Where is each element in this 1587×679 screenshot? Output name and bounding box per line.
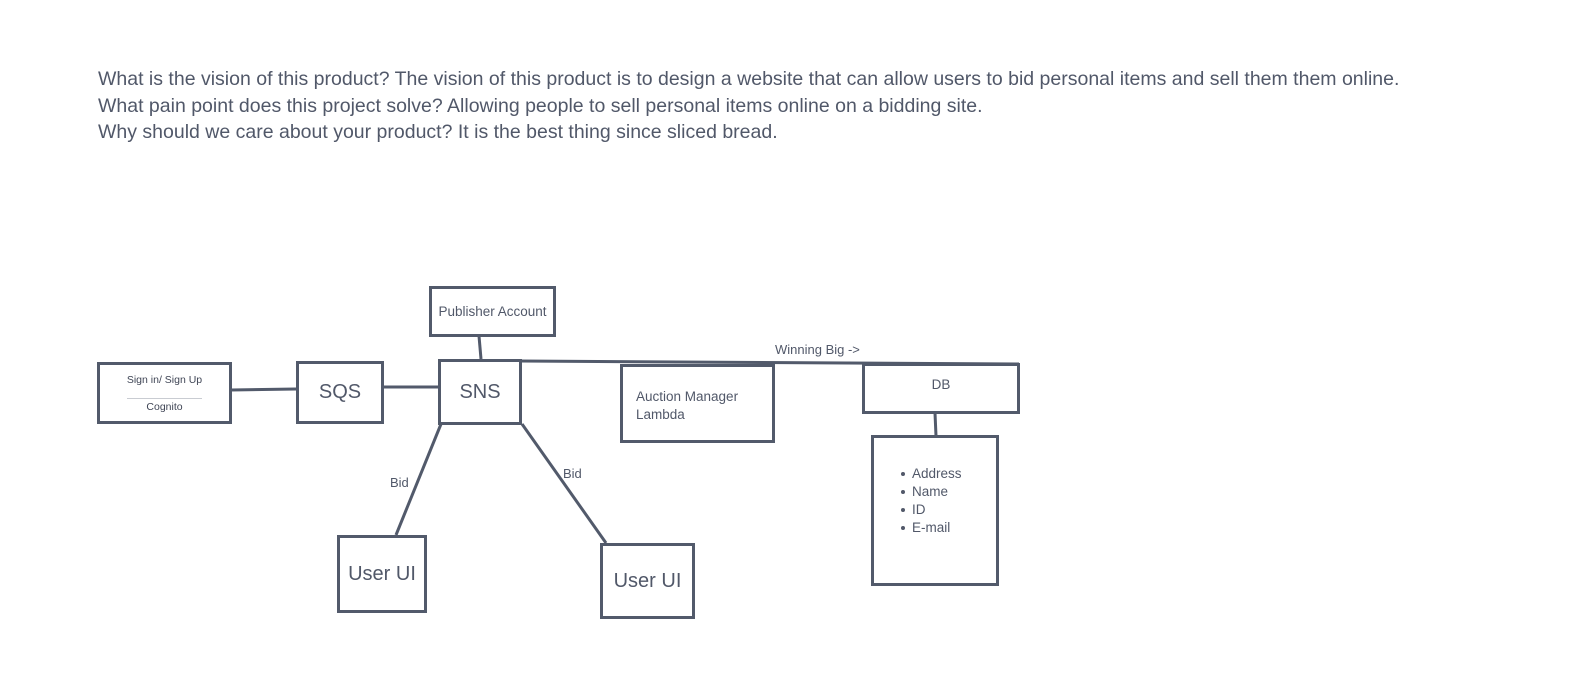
care-line: Why should we care about your product? I…	[98, 121, 778, 143]
bid-left-label: Bid	[390, 475, 409, 490]
sqs-box: SQS	[296, 361, 384, 424]
db-fields-box: Address Name ID E-mail	[871, 435, 999, 586]
publisher-account-box: Publisher Account	[429, 286, 556, 337]
signin-box: Sign in/ Sign Up Cognito	[97, 362, 232, 424]
intro-text: What is the vision of this product? The …	[98, 66, 1399, 146]
user-ui-right-box: User UI	[600, 543, 695, 619]
publisher-sns-connector	[477, 335, 483, 360]
vision-line: What is the vision of this product? The …	[98, 68, 1400, 90]
cognito-label: Cognito	[146, 401, 183, 413]
db-box: DB	[862, 363, 1020, 414]
auction-manager-label: Auction Manager Lambda	[636, 389, 739, 422]
db-field-item: E-mail	[901, 519, 996, 537]
sqs-label: SQS	[318, 381, 362, 403]
sns-label: SNS	[459, 380, 501, 403]
user-ui-left-box: User UI	[337, 535, 427, 613]
signin-divider	[127, 398, 202, 399]
db-fields-list: Address Name ID E-mail	[874, 438, 996, 537]
db-field-item: Address	[901, 465, 996, 483]
db-fields-connector	[933, 412, 938, 437]
auction-manager-box: Auction Manager Lambda	[620, 364, 775, 443]
publisher-account-label: Publisher Account	[438, 304, 547, 319]
user-ui-left-label: User UI	[348, 562, 416, 585]
bid-right-connector	[520, 423, 608, 544]
db-field-item: ID	[901, 501, 996, 519]
db-label: DB	[931, 377, 951, 392]
signin-sqs-connector	[230, 387, 297, 392]
bid-left-connector	[394, 423, 443, 536]
bid-right-label: Bid	[563, 466, 582, 481]
signin-label: Sign in/ Sign Up	[126, 374, 203, 386]
winning-bid-label: Winning Big ->	[775, 342, 860, 357]
db-field-item: Name	[901, 483, 996, 501]
user-ui-right-label: User UI	[613, 569, 682, 592]
sns-box: SNS	[438, 359, 522, 425]
pain-point-line: What pain point does this project solve?…	[98, 94, 983, 117]
